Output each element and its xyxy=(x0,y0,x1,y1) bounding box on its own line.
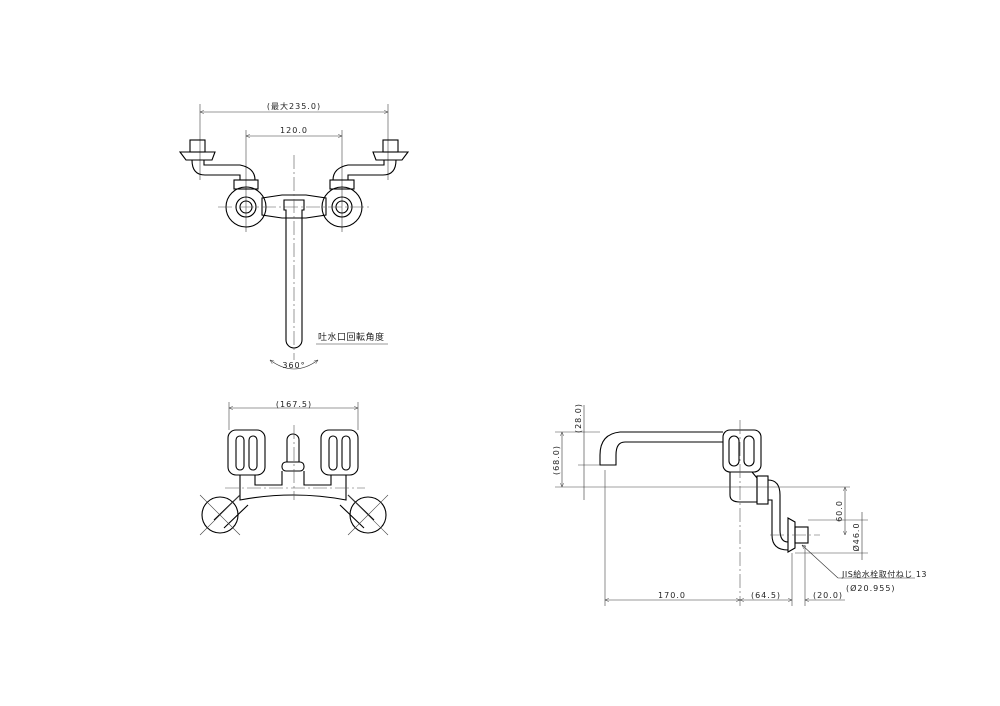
rotation-arc xyxy=(270,360,318,370)
spout-top xyxy=(283,199,305,349)
side-view: (68.0) (28.0) 60.0 Ø46.0 JIS給水栓取付ねじ 13 (… xyxy=(552,403,927,606)
dimension-spout-reach: 170.0 xyxy=(658,591,686,600)
side-spout xyxy=(599,431,723,466)
dimension-front-width: (167.5) xyxy=(276,400,312,409)
dimension-center-distance: 120.0 xyxy=(280,126,308,135)
side-knob xyxy=(722,429,762,473)
wall-flange xyxy=(787,517,796,553)
right-knob xyxy=(320,429,359,476)
valve-body xyxy=(261,194,327,219)
dimension-connector-length: (20.0) xyxy=(813,591,843,600)
front-spout xyxy=(286,433,300,462)
right-supply-elbow xyxy=(329,139,410,190)
dimension-flange-diameter: Ø46.0 xyxy=(851,522,861,551)
left-supply-elbow xyxy=(178,139,259,190)
dimension-overall-width: (最大235.0) xyxy=(267,101,321,111)
right-wall-connector xyxy=(339,494,389,536)
left-wall-connector xyxy=(199,494,249,536)
dimension-upper-height: (28.0) xyxy=(574,403,583,433)
dimension-body-offset: (64.5) xyxy=(751,591,781,600)
thread-diameter-note: (Ø20.955) xyxy=(846,583,896,593)
top-view: (最大235.0) 120.0 xyxy=(178,101,410,370)
dimension-total-height: (68.0) xyxy=(552,445,561,475)
rotation-angle-value: 360° xyxy=(282,361,305,370)
rotation-angle-label: 吐水口回転角度 xyxy=(318,331,385,343)
thread-spec-note: JIS給水栓取付ねじ 13 xyxy=(841,569,927,579)
front-view: (167.5) xyxy=(199,400,389,536)
left-knob xyxy=(227,429,266,476)
dimension-drop: 60.0 xyxy=(835,500,844,522)
